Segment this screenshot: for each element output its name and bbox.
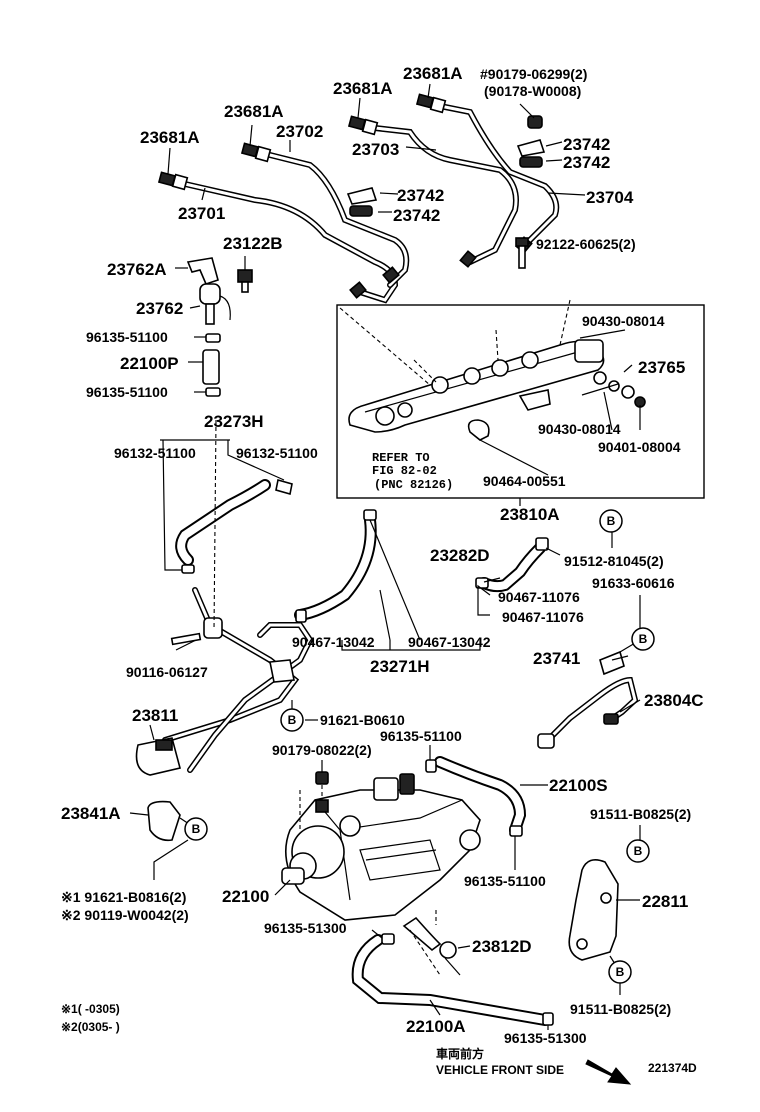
injection-pipes — [157, 93, 560, 304]
part-label: 23765 — [638, 358, 685, 377]
left-upper-parts — [186, 257, 253, 397]
part-label: 22100 — [222, 887, 269, 906]
footnote: ※2(0305- ) — [61, 1020, 120, 1034]
part-label: 91511-B0825(2) — [590, 806, 691, 822]
footer: 車両前方 VEHICLE FRONT SIDE 221374D — [436, 1046, 697, 1085]
b-bubble — [184, 817, 208, 841]
part-label: 23742 — [397, 186, 444, 205]
part-label: 90467-11076 — [502, 609, 584, 625]
part-label: 23681A — [224, 102, 284, 121]
vehicle-front-en: VEHICLE FRONT SIDE — [436, 1063, 564, 1077]
part-label: 23741 — [533, 649, 580, 668]
part-label: 23804C — [644, 691, 704, 710]
part-label: 22811 — [642, 892, 688, 911]
part-label: 91511-B0825(2) — [570, 1001, 671, 1017]
refer-note: REFER TO — [372, 451, 430, 465]
part-label: 96135-51100 — [464, 873, 546, 889]
part-label: 22100P — [120, 354, 179, 373]
part-label: 96135-51100 — [86, 329, 168, 345]
front-arrow-icon — [585, 1059, 632, 1085]
fuel-lines — [135, 478, 639, 842]
part-label: 91512-81045(2) — [564, 553, 664, 569]
part-label: 23271H — [370, 657, 430, 676]
b-bubble — [626, 839, 650, 863]
part-label: 90467-11076 — [498, 589, 580, 605]
b-bubble — [599, 509, 623, 533]
part-label: 22100A — [406, 1017, 466, 1036]
part-label: 22100S — [549, 776, 608, 795]
part-label: 23742 — [393, 206, 440, 225]
part-label: 23282D — [430, 546, 490, 565]
lower-hoses — [351, 756, 554, 1026]
part-label: (90178-W0008) — [484, 83, 581, 99]
b-bubble — [631, 627, 655, 651]
part-label: 23810A — [500, 505, 560, 524]
part-label: 23812D — [472, 937, 532, 956]
part-labels: 23681A 23681A 23681A 23681A #90179-06299… — [61, 64, 704, 1046]
part-label: 23273H — [204, 412, 264, 431]
part-label: 23742 — [563, 135, 610, 154]
part-label: 23702 — [276, 122, 323, 141]
part-label: 23681A — [140, 128, 200, 147]
part-label: #90179-06299(2) — [480, 66, 587, 82]
part-label: 23681A — [333, 79, 393, 98]
b-bubble-letter: B — [634, 844, 643, 858]
refer-note: FIG 82-02 — [372, 464, 437, 478]
part-label: 90464-00551 — [483, 473, 566, 489]
part-label: ※2 90119-W0042(2) — [61, 907, 189, 923]
b-bubble — [280, 708, 304, 732]
b-bubble-letter: B — [616, 965, 625, 979]
part-label: 90116-06127 — [126, 664, 208, 680]
supply-pump — [281, 771, 481, 921]
refer-note: (PNC 82126) — [374, 478, 453, 492]
part-label: 96135-51100 — [86, 384, 168, 400]
part-label: 23742 — [563, 153, 610, 172]
part-label: 23703 — [352, 140, 399, 159]
part-label: 96132-51100 — [114, 445, 196, 461]
bracket-22811 — [568, 859, 640, 961]
part-label: 23681A — [403, 64, 463, 83]
b-bubble — [608, 960, 632, 984]
part-label: 23762A — [107, 260, 167, 279]
part-label: 96135-51300 — [264, 920, 347, 936]
part-label: ※1 91621-B0816(2) — [61, 889, 186, 905]
part-label: 90179-08022(2) — [272, 742, 372, 758]
part-label: 23762 — [136, 299, 183, 318]
part-label: 23811 — [132, 706, 178, 725]
part-label: 91633-60616 — [592, 575, 675, 591]
part-label: 96135-51300 — [504, 1030, 587, 1046]
part-label: 90467-13042 — [408, 634, 491, 650]
part-label: 92122-60625(2) — [536, 236, 636, 252]
leader-lines — [129, 83, 641, 1030]
part-label: 96132-51100 — [236, 445, 318, 461]
part-label: 90401-08004 — [598, 439, 681, 455]
part-label: 23704 — [586, 188, 634, 207]
part-label: 91621-B0610 — [320, 712, 405, 728]
common-rail-box — [336, 299, 705, 506]
b-bubble-letter: B — [639, 632, 648, 646]
b-bubble-letter: B — [192, 822, 201, 836]
part-label: 90467-13042 — [292, 634, 375, 650]
part-label: 96135-51100 — [380, 728, 462, 744]
b-bubble-letter: B — [288, 713, 297, 727]
part-label: 23841A — [61, 804, 121, 823]
part-label: 90430-08014 — [538, 421, 621, 437]
vehicle-front-jp: 車両前方 — [436, 1046, 484, 1061]
b-bubble-letter: B — [607, 514, 616, 528]
figure-id: 221374D — [648, 1061, 697, 1075]
part-label: 90430-08014 — [582, 313, 665, 329]
part-label: 23122B — [223, 234, 283, 253]
footnote: ※1( -0305) — [61, 1002, 120, 1016]
part-label: 23701 — [178, 204, 225, 223]
b-reference-bubbles: B B B B B B — [184, 509, 655, 984]
